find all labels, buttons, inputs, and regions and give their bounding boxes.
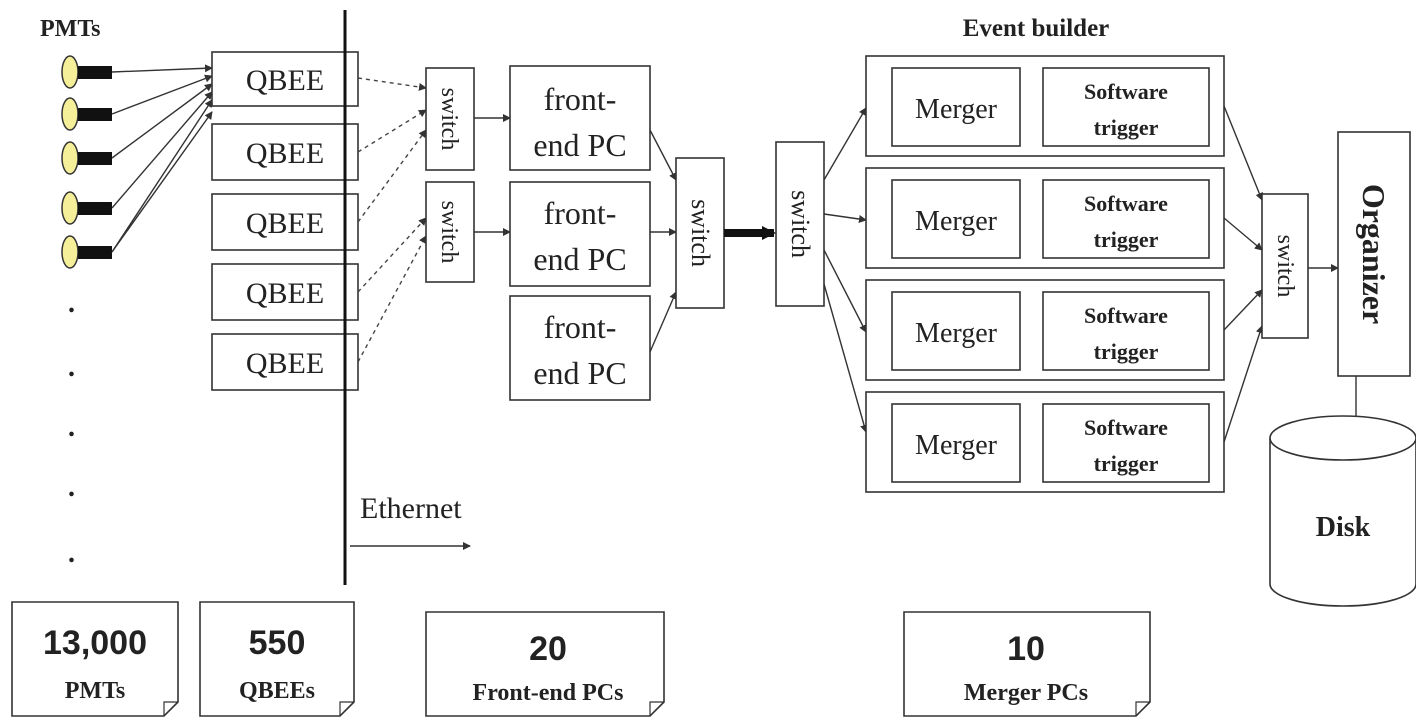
pmt-ellipsis-dot: . [68,288,75,319]
merger-pc-row: Merger Software trigger [865,279,1225,381]
frontend-pc-box: front- end PC [509,181,651,287]
merger-label: Merger [915,94,998,125]
note-merger-pcs: 10 Merger PCs [903,611,1151,717]
frontend-line1: front- [544,81,617,117]
software-trigger-box [1042,179,1210,259]
organizer-box: Organizer [1337,131,1411,377]
switch-label: switch [1272,235,1298,298]
ethernet-label: Ethernet [360,492,462,525]
switch-label: switch [436,88,462,151]
merger-box [891,179,1021,259]
frontend-pc-box: front- end PC [509,65,651,171]
output-switch-box: switch [1261,193,1309,339]
frontend-line2: end PC [533,355,626,391]
qbee-to-switch-links [357,77,427,363]
switch-label: switch [686,199,715,267]
pmt-base-icon [78,66,112,79]
pmt-1 [61,55,112,89]
frontend-line2: end PC [533,241,626,277]
note-count: 550 [249,624,306,662]
note-count: 10 [1007,630,1045,668]
merger-to-switch-links [1223,105,1264,443]
pmt-bulb-icon [61,141,79,175]
frontend-to-switch-links [649,129,677,353]
note-label: Merger PCs [964,680,1088,706]
switch-label: switch [786,190,815,258]
merger-label: Merger [915,430,998,461]
trigger-line1: Software [1084,415,1168,440]
disk-icon: Disk [1269,415,1416,607]
pmt-to-qbee-connectors [111,64,213,253]
pmt-3 [61,141,112,175]
merger-label: Merger [915,318,998,349]
event-builder-switch-box: switch [775,141,825,307]
pmt-ellipsis-dot: . [68,538,75,569]
trigger-line1: Software [1084,191,1168,216]
trigger-line1: Software [1084,303,1168,328]
disk-label: Disk [1316,512,1371,543]
note-count: 13,000 [43,624,147,662]
pmt-bulb-icon [61,55,79,89]
trigger-line2: trigger [1094,115,1159,140]
note-pmts: 13,000 PMTs [11,601,179,717]
merger-pc-row: Merger Software trigger [865,391,1225,493]
pmt-base-icon [78,202,112,215]
pmt-ellipsis-dot: . [68,472,75,503]
qbee-box: QBEE [211,123,359,181]
pmt-5 [61,235,112,269]
qbee-box: QBEE [211,263,359,321]
switch-box: switch [425,181,475,283]
pmt-base-icon [78,152,112,165]
merger-pc-row: Merger Software trigger [865,167,1225,269]
pmt-base-icon [78,108,112,121]
software-trigger-box [1042,403,1210,483]
note-label: Front-end PCs [473,680,624,706]
pmt-ellipsis-dot: . [68,352,75,383]
pmt-4 [61,191,112,225]
merger-box [891,291,1021,371]
switch-box: switch [425,67,475,171]
pmt-bulb-icon [61,191,79,225]
qbee-label: QBEE [246,64,324,97]
pmt-bulb-icon [61,235,79,269]
qbee-label: QBEE [246,347,324,380]
merger-box [891,67,1021,147]
pmt-2 [61,97,112,131]
organizer-label: Organizer [1356,184,1392,324]
frontend-line2: end PC [533,127,626,163]
merger-label: Merger [915,206,998,237]
software-trigger-box [1042,67,1210,147]
trigger-line2: trigger [1094,451,1159,476]
qbee-box: QBEE [211,51,359,107]
frontend-line1: front- [544,195,617,231]
merger-pc-row: Merger Software trigger [865,55,1225,157]
event-builder-title: Event builder [963,15,1110,42]
trigger-line1: Software [1084,79,1168,104]
switch-to-merger-links [823,107,868,433]
qbee-label: QBEE [246,207,324,240]
frontend-line1: front- [544,309,617,345]
note-qbees: 550 QBEEs [199,601,355,717]
qbee-box: QBEE [211,193,359,251]
note-frontend-pcs: 20 Front-end PCs [425,611,665,717]
merger-box [891,403,1021,483]
frontend-switch-box: switch [675,157,725,309]
pmt-bulb-icon [61,97,79,131]
note-count: 20 [529,630,567,668]
note-label: QBEEs [239,678,315,704]
trigger-line2: trigger [1094,227,1159,252]
pmt-base-icon [78,246,112,259]
trigger-line2: trigger [1094,339,1159,364]
qbee-box: QBEE [211,333,359,391]
switch-label: switch [436,201,462,264]
software-trigger-box [1042,291,1210,371]
qbee-label: QBEE [246,137,324,170]
note-label: PMTs [65,678,125,704]
pmt-ellipsis-dot: . [68,412,75,443]
qbee-label: QBEE [246,277,324,310]
frontend-pc-box: front- end PC [509,295,651,401]
pmts-title: PMTs [40,16,100,42]
